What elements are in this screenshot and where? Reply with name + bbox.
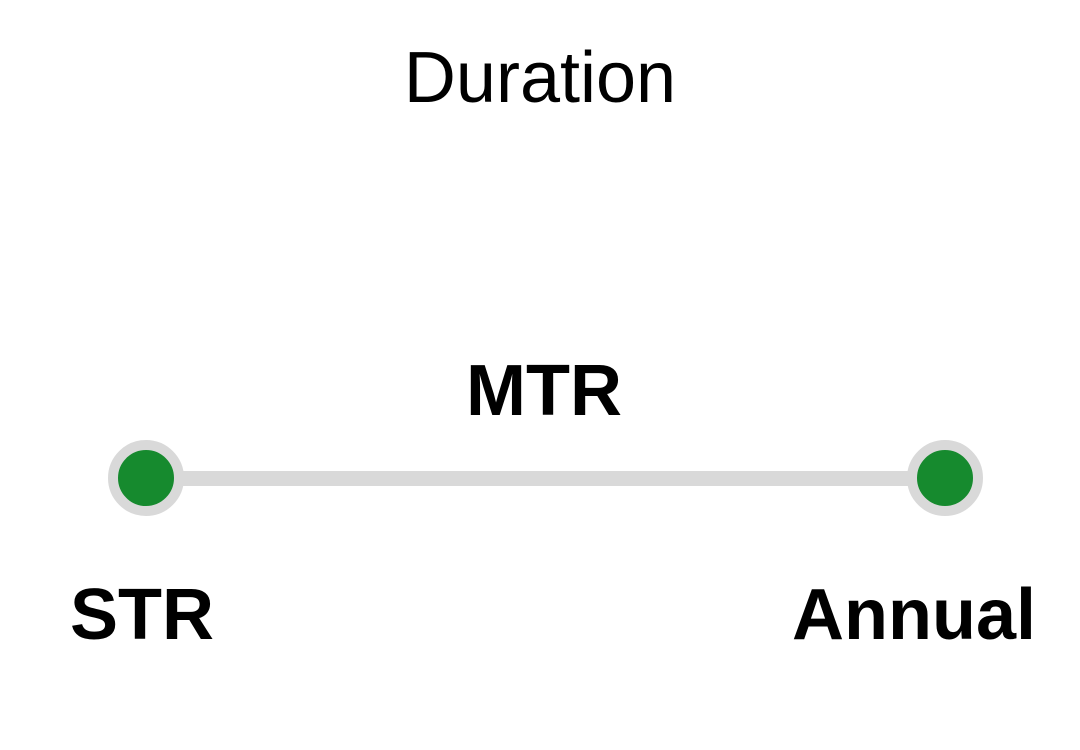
slider-end-label-str: STR [70,575,214,655]
slider-handle-left[interactable] [108,440,184,516]
slider-center-label-mtr: MTR [466,351,622,431]
slider-handle-right[interactable] [907,440,983,516]
page-title: Duration [403,38,677,118]
slider-track[interactable] [146,471,945,486]
slider-end-label-annual: Annual [792,575,1036,655]
